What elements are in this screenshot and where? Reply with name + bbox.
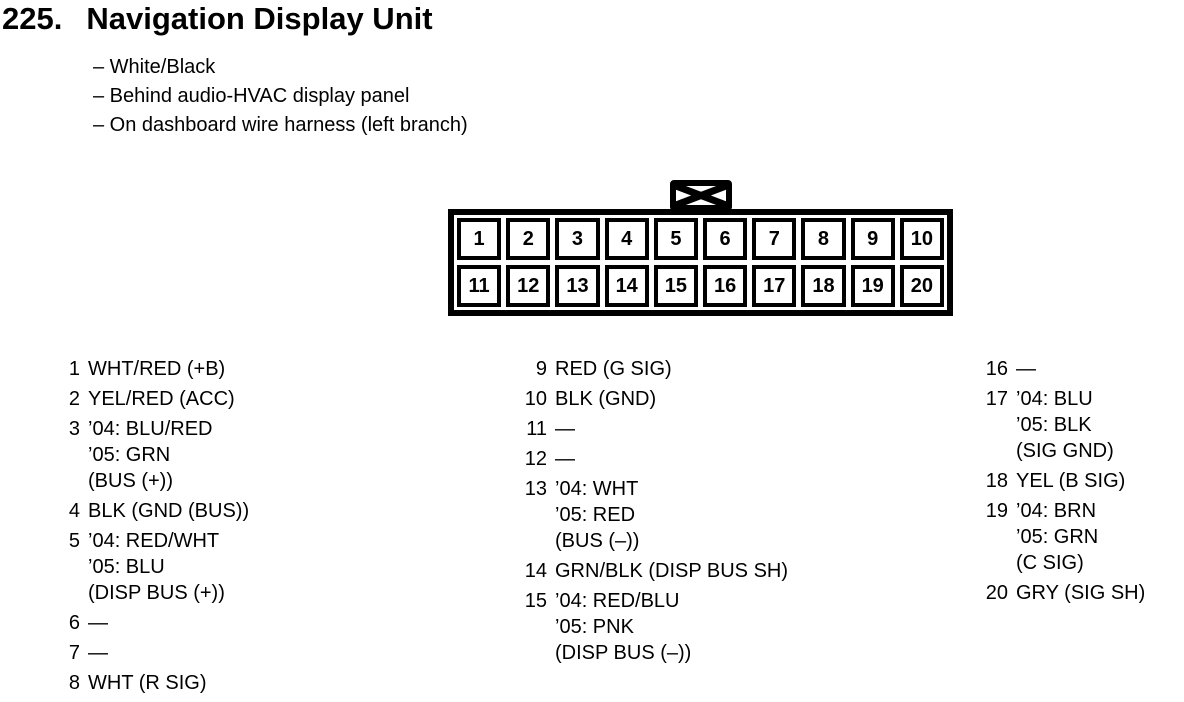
connector-cell: 14 — [604, 265, 649, 307]
pin-list-column-2: 9 RED (G SIG) 10 BLK (GND) 11 — 12 — 13 … — [521, 356, 788, 670]
connector-pin-grid: 1 2 3 4 5 6 7 8 9 10 11 12 13 14 15 — [448, 209, 953, 316]
connector-cell: 8 — [801, 218, 846, 260]
pin-entry: 20 GRY (SIG SH) — [982, 580, 1146, 606]
pin-wire-label: GRY (SIG SH) — [1016, 582, 1146, 604]
note-line: – Behind audio-HVAC display panel — [93, 85, 410, 107]
pin-entry: 7 — — [54, 640, 249, 666]
pin-number: 6 — [68, 612, 80, 634]
pin-number: 10 — [524, 388, 547, 410]
pin-list-column-3: 16 — 17 ’04: BLU ’05: BLK (SIG GND) 18 Y… — [982, 356, 1146, 610]
connector-cell: 16 — [703, 265, 748, 307]
connector-keying-icon — [675, 186, 726, 205]
pin-wire-label: BLK (GND (BUS)) — [88, 500, 250, 522]
pin-wire-label: — — [1016, 358, 1036, 380]
note-line: – On dashboard wire harness (left branch… — [93, 114, 468, 136]
connector-cell: 2 — [506, 218, 551, 260]
pin-wire-label: YEL/RED (ACC) — [88, 388, 235, 410]
pin-number: 5 — [68, 530, 80, 552]
connector-cell: 12 — [506, 265, 551, 307]
pin-wire-label: — — [555, 448, 575, 470]
pin-number: 3 — [68, 418, 80, 440]
connector-cell: 15 — [653, 265, 698, 307]
notes-list: – White/Black – Behind audio-HVAC displa… — [93, 53, 468, 140]
pin-wire-label: ’04: WHT ’05: RED (BUS (–)) — [555, 478, 640, 552]
pin-number: 20 — [985, 582, 1008, 604]
connector-cell: 11 — [457, 265, 502, 307]
pin-wire-label: — — [88, 612, 108, 634]
pin-entry: 3 ’04: BLU/RED ’05: GRN (BUS (+)) — [54, 416, 249, 494]
pin-wire-label: ’04: BLU ’05: BLK (SIG GND) — [1016, 388, 1114, 462]
connector-cell: 18 — [801, 265, 846, 307]
pin-entry: 4 BLK (GND (BUS)) — [54, 498, 249, 524]
pin-entry: 8 WHT (R SIG) — [54, 670, 249, 696]
pin-entry: 14 GRN/BLK (DISP BUS SH) — [521, 558, 788, 584]
pin-number: 2 — [68, 388, 80, 410]
pin-entry: 10 BLK (GND) — [521, 386, 788, 412]
pin-entry: 15 ’04: RED/BLU ’05: PNK (DISP BUS (–)) — [521, 588, 788, 666]
connector-cell: 3 — [555, 218, 600, 260]
page-title: Navigation Display Unit — [86, 1, 433, 36]
pin-number: 16 — [985, 358, 1008, 380]
connector-cell: 7 — [752, 218, 797, 260]
pin-entry: 2 YEL/RED (ACC) — [54, 386, 249, 412]
connector-tab — [669, 180, 732, 211]
pin-number: 17 — [985, 388, 1008, 410]
connector-cell: 1 — [457, 218, 502, 260]
pin-entry: 1 WHT/RED (+B) — [54, 356, 249, 382]
page-header: 225. Navigation Display Unit — [2, 1, 433, 36]
pin-entry: 9 RED (G SIG) — [521, 356, 788, 382]
connector-cell: 4 — [604, 218, 649, 260]
pin-wire-label: ’04: RED/BLU ’05: PNK (DISP BUS (–)) — [555, 590, 692, 664]
pin-number: 13 — [524, 478, 547, 500]
pin-entry: 12 — — [521, 446, 788, 472]
connector-cell: 17 — [752, 265, 797, 307]
pin-entry: 11 — — [521, 416, 788, 442]
pin-number: 19 — [985, 500, 1008, 522]
pin-wire-label: — — [88, 642, 108, 664]
pin-entry: 18 YEL (B SIG) — [982, 468, 1145, 494]
pin-entry: 17 ’04: BLU ’05: BLK (SIG GND) — [982, 386, 1145, 464]
connector-cell: 19 — [850, 265, 895, 307]
pin-number: 11 — [526, 418, 547, 440]
pin-number: 18 — [985, 470, 1008, 492]
pin-wire-label: RED (G SIG) — [555, 358, 672, 380]
pin-number: 4 — [68, 500, 80, 522]
pin-wire-label: — — [555, 418, 575, 440]
pin-number: 8 — [68, 672, 80, 694]
pin-wire-label: GRN/BLK (DISP BUS SH) — [555, 560, 789, 582]
pin-number: 7 — [68, 642, 80, 664]
pin-number: 15 — [524, 590, 547, 612]
connector-cell: 6 — [703, 218, 748, 260]
pin-entry: 16 — — [982, 356, 1145, 382]
note-line: – White/Black — [93, 56, 216, 78]
connector-cell: 9 — [850, 218, 895, 260]
pin-wire-label: BLK (GND) — [555, 388, 657, 410]
pin-wire-label: WHT (R SIG) — [88, 672, 207, 694]
connector-cell: 5 — [653, 218, 698, 260]
pin-number: 12 — [524, 448, 547, 470]
pin-wire-label: ’04: RED/WHT ’05: BLU (DISP BUS (+)) — [88, 530, 225, 604]
pin-wire-label: ’04: BLU/RED ’05: GRN (BUS (+)) — [88, 418, 213, 492]
pin-number: 1 — [68, 358, 80, 380]
connector-cell: 13 — [555, 265, 600, 307]
pin-number: 9 — [535, 358, 547, 380]
connector-cell: 10 — [899, 218, 944, 260]
pin-list-column-1: 1 WHT/RED (+B) 2 YEL/RED (ACC) 3 ’04: BL… — [54, 356, 249, 700]
section-number: 225. — [2, 1, 63, 36]
pin-number: 14 — [524, 560, 547, 582]
pin-wire-label: YEL (B SIG) — [1016, 470, 1126, 492]
pin-entry: 13 ’04: WHT ’05: RED (BUS (–)) — [521, 476, 788, 554]
connector-cell: 20 — [899, 265, 944, 307]
pin-wire-label: ’04: BRN ’05: GRN (C SIG) — [1016, 500, 1099, 574]
pin-entry: 19 ’04: BRN ’05: GRN (C SIG) — [982, 498, 1145, 576]
pin-wire-label: WHT/RED (+B) — [88, 358, 226, 380]
connector-diagram: 1 2 3 4 5 6 7 8 9 10 11 12 13 14 15 — [448, 180, 953, 316]
pin-entry: 5 ’04: RED/WHT ’05: BLU (DISP BUS (+)) — [54, 528, 249, 606]
pin-entry: 6 — — [54, 610, 249, 636]
